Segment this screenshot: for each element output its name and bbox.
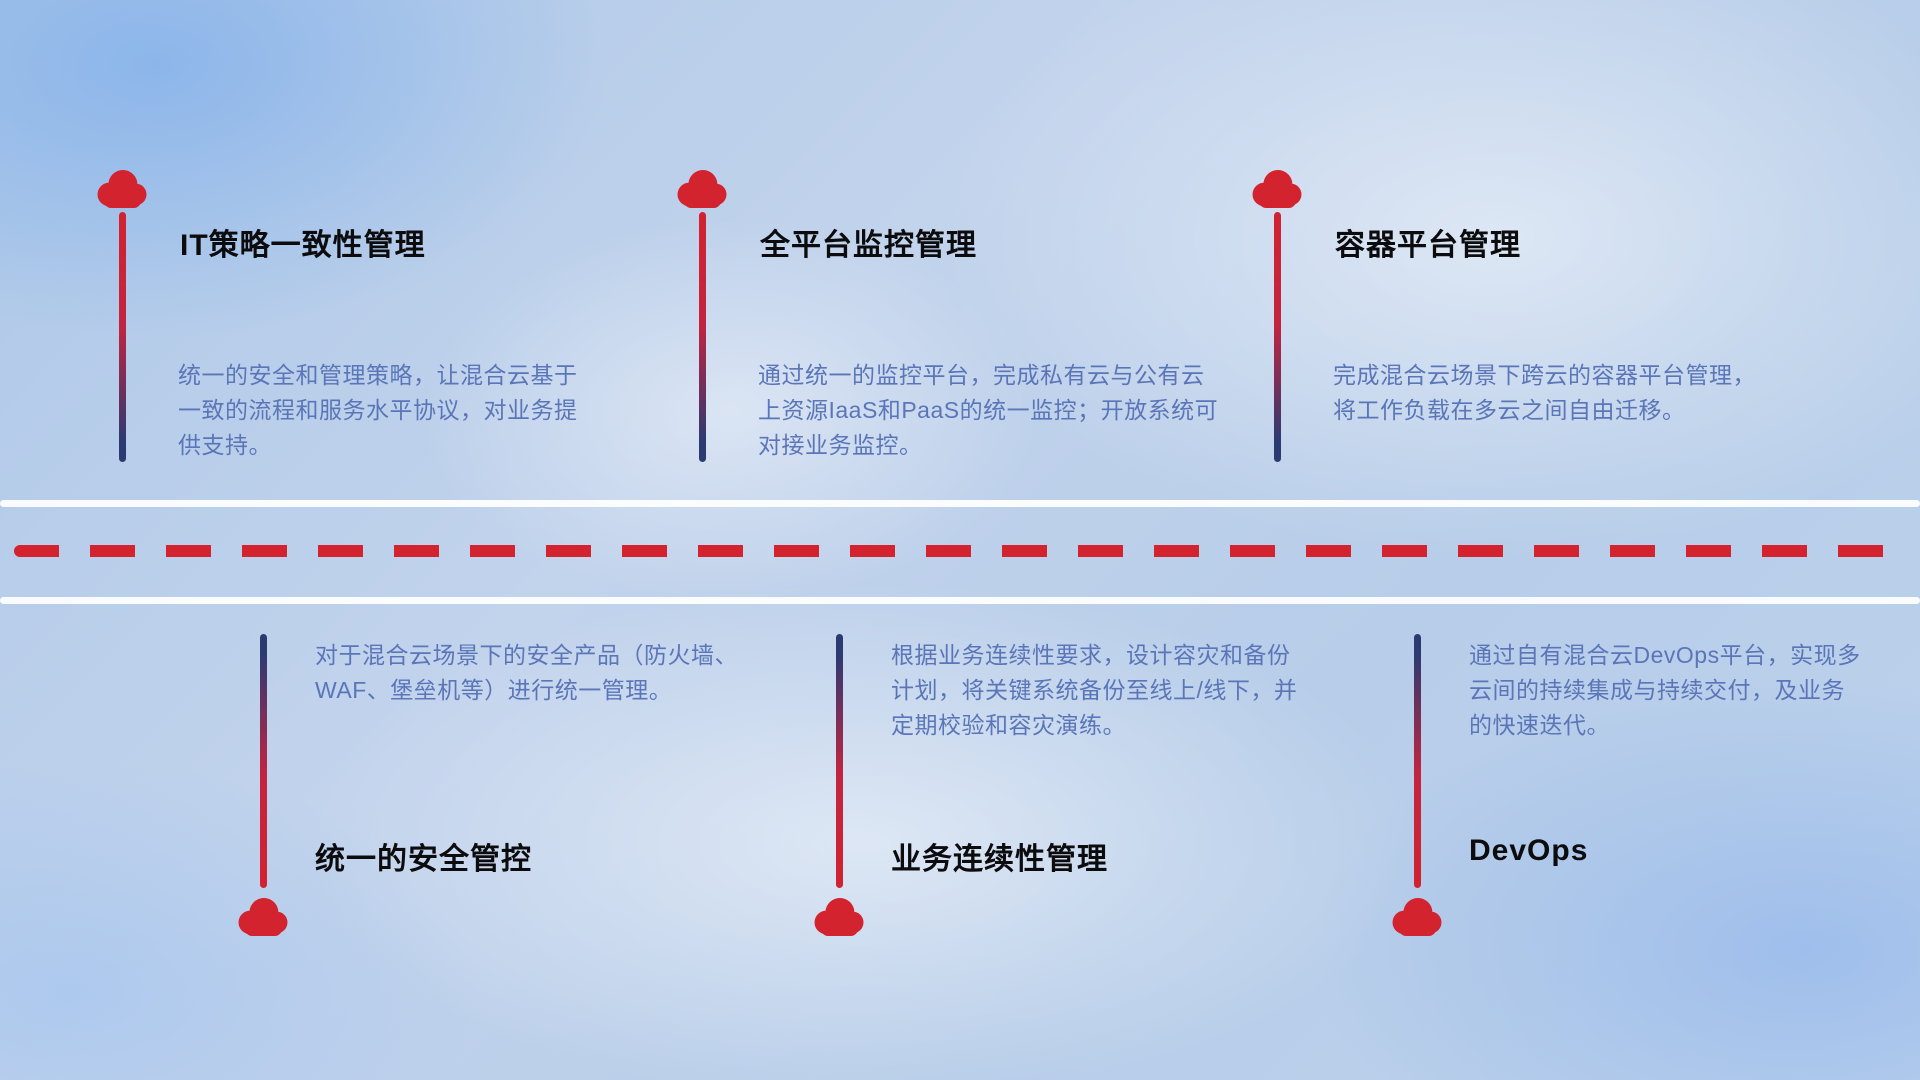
item-description: 对于混合云场景下的安全产品（防火墙、WAF、堡垒机等）进行统一管理。 [315,642,738,703]
cloud-icon [810,896,868,938]
connector-line [1414,634,1421,888]
connector-line [119,212,126,462]
item-title: 业务连续性管理 [891,843,1108,876]
connector-line [260,634,267,888]
connector-line [699,212,706,462]
connector-line [1274,212,1281,462]
item-description: 根据业务连续性要求，设计容灾和备份计划，将关键系统备份至线上/线下，并定期校验和… [891,642,1298,738]
cloud-icon [234,896,292,938]
item-title: IT策略一致性管理 [180,229,426,262]
cloud-icon [673,168,731,210]
item-title: DevOps [1469,834,1589,867]
item-title: 全平台监控管理 [760,229,977,262]
item-description: 通过统一的监控平台，完成私有云与公有云上资源IaaS和PaaS的统一监控；开放系… [758,362,1219,458]
item-description: 统一的安全和管理策略，让混合云基于一致的流程和服务水平协议，对业务提供支持。 [178,362,578,458]
item-description: 完成混合云场景下跨云的容器平台管理，将工作负载在多云之间自由迁移。 [1333,362,1756,423]
item-title: 容器平台管理 [1335,229,1521,262]
item-title: 统一的安全管控 [315,843,532,876]
cloud-icon [1388,896,1446,938]
timeline-lower-line [0,597,1920,604]
timeline-upper-line [0,500,1920,507]
cloud-icon [1248,168,1306,210]
connector-line [836,634,843,888]
item-description: 通过自有混合云DevOps平台，实现多云间的持续集成与持续交付，及业务的快速迭代… [1469,642,1861,738]
timeline-dashed-line [14,545,1906,557]
cloud-icon [93,168,151,210]
